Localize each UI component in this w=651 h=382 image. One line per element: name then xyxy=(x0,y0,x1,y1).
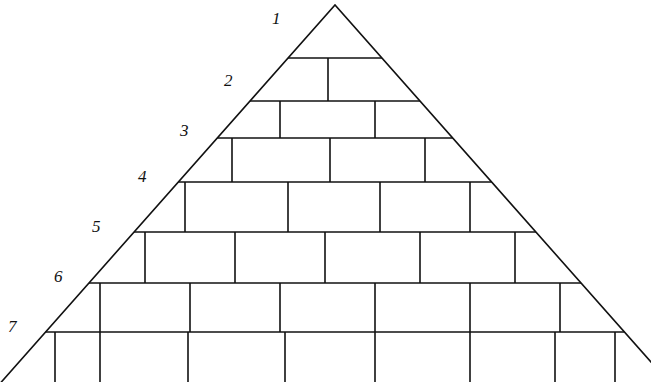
course-line xyxy=(250,100,420,102)
brick-joint xyxy=(189,283,191,332)
brick-joint xyxy=(469,182,471,232)
brick-joint xyxy=(54,332,56,382)
brick-joint xyxy=(614,332,616,382)
course-line xyxy=(288,57,382,59)
brick-joint xyxy=(324,232,326,283)
brick-joint xyxy=(559,283,561,332)
brick-joint xyxy=(424,138,426,182)
row-number: 6 xyxy=(54,268,63,285)
brick-joint xyxy=(469,283,471,332)
brick-joint xyxy=(184,182,186,232)
brick-joint xyxy=(99,332,101,382)
brick-joint xyxy=(144,232,146,283)
brick-joint xyxy=(234,232,236,283)
row-number: 4 xyxy=(138,168,147,185)
brick-joint xyxy=(374,283,376,332)
course-line xyxy=(89,282,581,284)
pyramid-outline xyxy=(0,5,651,382)
brick-joint xyxy=(284,332,286,382)
row-number: 7 xyxy=(8,318,17,335)
course-line xyxy=(134,231,536,233)
brick-joint xyxy=(379,182,381,232)
brick-joint xyxy=(514,232,516,283)
brick-joint xyxy=(279,283,281,332)
row-number: 3 xyxy=(180,122,189,139)
course-line xyxy=(217,137,452,139)
row-number: 1 xyxy=(272,10,281,27)
course-line xyxy=(46,331,625,333)
brick-joint xyxy=(374,332,376,382)
brick-joint xyxy=(374,101,376,138)
brick-joint xyxy=(231,138,233,182)
brick-joint xyxy=(329,138,331,182)
brick-joint xyxy=(287,182,289,232)
row-number: 5 xyxy=(92,218,101,235)
course-line xyxy=(178,181,491,183)
brick-joint xyxy=(554,332,556,382)
brick-lines xyxy=(0,5,651,382)
brick-joint xyxy=(469,332,471,382)
brick-joint xyxy=(327,58,329,101)
brick-joint xyxy=(187,332,189,382)
brick-joint xyxy=(99,283,101,332)
row-number: 2 xyxy=(224,72,233,89)
brick-joint xyxy=(279,101,281,138)
brick-joint xyxy=(419,232,421,283)
